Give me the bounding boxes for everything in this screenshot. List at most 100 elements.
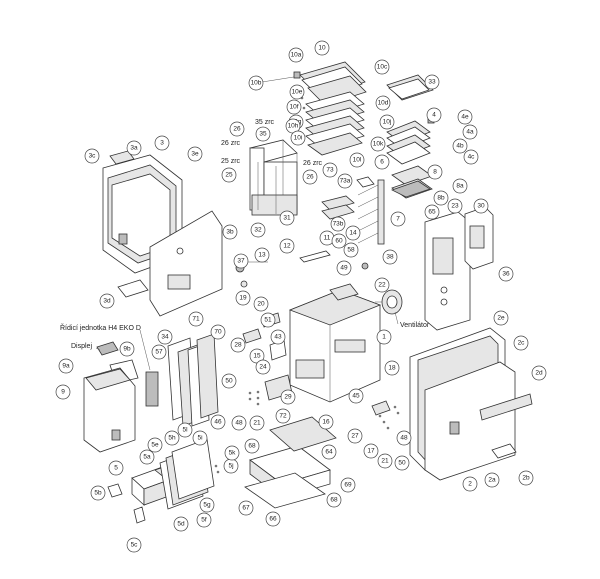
callout: 5l — [177, 422, 193, 438]
part-27 — [371, 400, 391, 416]
callout-number: 45 — [352, 393, 360, 400]
callout-number: 58 — [347, 247, 355, 254]
callout: 65 — [424, 204, 440, 220]
lid-assembly — [261, 61, 367, 156]
rear-panel — [424, 206, 494, 331]
callout-number: 5a — [143, 454, 151, 461]
callout-number: 2c — [518, 340, 526, 347]
display-label: Displej — [71, 343, 92, 350]
callout: 72 — [275, 408, 291, 424]
callout: 4c — [463, 149, 479, 165]
callout: 5i — [192, 430, 208, 446]
callout: 10f — [286, 99, 302, 115]
callout-number: 13 — [258, 252, 266, 259]
callout: 5 — [108, 460, 124, 476]
callout-number: 4b — [456, 143, 464, 150]
callout: 8b — [433, 190, 449, 206]
callout-number: 34 — [161, 334, 169, 341]
callout-number: 72 — [279, 413, 287, 420]
drawer — [244, 416, 337, 509]
callout-number: 68 — [248, 443, 256, 450]
part-28 — [242, 328, 262, 344]
callout-number: 27 — [351, 433, 359, 440]
ash-pan — [107, 438, 215, 524]
callout: 10b — [248, 75, 264, 91]
callout: 10l — [349, 152, 365, 168]
fan-label: Ventilátor — [400, 322, 430, 329]
callout-number: 3 — [160, 140, 164, 147]
callout-number: 5c — [131, 542, 139, 549]
callout-number: 2 — [468, 481, 472, 488]
callout: 10a — [288, 47, 304, 63]
callout-number: 30 — [477, 203, 485, 210]
control-unit-label: Řídicí jednotka H4 EKO D — [60, 323, 141, 332]
callout-number: 17 — [367, 448, 375, 455]
callout: 2d — [531, 365, 547, 381]
callout-number: 5 — [114, 465, 118, 472]
control-unit — [145, 371, 159, 407]
callout: 73b — [330, 216, 346, 232]
callout-number: 38 — [386, 254, 394, 261]
callout-number: 37 — [237, 258, 245, 265]
callout-number: 10f — [289, 104, 298, 111]
callout: 10k — [370, 136, 386, 152]
callout-number: 10b — [251, 80, 262, 87]
callout-number: 26 — [233, 126, 241, 133]
callout: 21 — [249, 415, 265, 431]
part-38 — [361, 262, 369, 270]
part-4-stack — [386, 117, 435, 165]
callout: 5g — [199, 497, 215, 513]
callout-number: 28 — [234, 342, 242, 349]
callout-number: 10j — [383, 119, 392, 126]
callout-number: 16 — [322, 419, 330, 426]
callout-number: 19 — [239, 295, 247, 302]
callout: 7 — [390, 211, 406, 227]
callout: 58 — [343, 242, 359, 258]
callout: 48 — [396, 430, 412, 446]
callout-number: 1 — [382, 334, 386, 341]
boiler-body — [288, 283, 382, 403]
callout-number: 15 — [253, 353, 261, 360]
bolt-10a — [293, 71, 301, 79]
callout-number: 5g — [203, 502, 211, 509]
callout: 3a — [126, 140, 142, 156]
callout: 68 — [244, 438, 260, 454]
screws — [214, 96, 400, 474]
callout: 43 — [270, 329, 286, 345]
part-3c — [109, 150, 135, 165]
callout: 66 — [265, 511, 281, 527]
front-door — [409, 327, 533, 481]
callout-number: 2e — [497, 315, 505, 322]
display — [96, 341, 119, 356]
callout-number: 22 — [378, 282, 386, 289]
callout: 34 — [157, 329, 173, 345]
callout: 2e — [493, 310, 509, 326]
front-cover — [83, 341, 159, 453]
part-7 — [357, 179, 385, 245]
callout-number: 11 — [324, 235, 331, 242]
callout-number: 43 — [274, 334, 282, 341]
callout: 23 — [447, 198, 463, 214]
callout: 5c — [126, 537, 142, 553]
callout-number: 5d — [177, 521, 185, 528]
callout: 5j — [223, 458, 239, 474]
callout-number: 8 — [433, 169, 437, 176]
callout-number: 10l — [353, 157, 362, 164]
callout: 5b — [90, 485, 106, 501]
callout: 3b — [222, 224, 238, 240]
insulation-panels — [167, 333, 219, 427]
callout: 16 — [318, 414, 334, 430]
callout: 3c — [84, 148, 100, 164]
callout: 2 — [462, 476, 478, 492]
zrc-26-right-label: 26 zrc — [303, 160, 323, 167]
callout: 64 — [321, 444, 337, 460]
callout: 46 — [210, 414, 226, 430]
callout-number: 12 — [283, 243, 291, 250]
callout-number: 5e — [151, 442, 159, 449]
zrc-26-left-label: 26 zrc — [221, 140, 241, 147]
callout-number: 10d — [378, 100, 389, 107]
part-12 — [299, 250, 331, 263]
callout-number: 2b — [522, 475, 530, 482]
callout-number: 73 — [326, 167, 334, 174]
callout: 18 — [384, 360, 400, 376]
